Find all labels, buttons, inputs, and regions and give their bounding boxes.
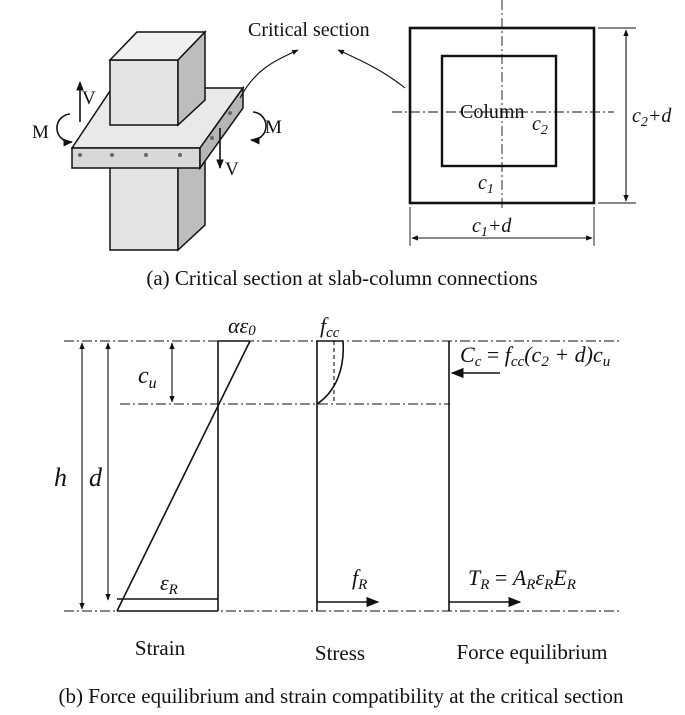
label-c1-plus-d: c1+d	[472, 215, 512, 240]
label-h: h	[54, 463, 67, 492]
label-strain: Strain	[135, 636, 186, 660]
force-diagram: Cc = fcc(c2 + d)cu TR = ARεRER	[448, 341, 610, 611]
label-eps-r: εR	[160, 570, 178, 598]
label-d: d	[89, 463, 103, 492]
critical-section-leaders	[239, 49, 406, 99]
cc-equation: Cc = fcc(c2 + d)cu	[460, 342, 610, 370]
strain-diagram: αε0 εR	[116, 313, 256, 612]
label-m-right: M	[265, 117, 282, 138]
label-c2-plus-d: c2+d	[632, 105, 672, 130]
label-fr: fR	[352, 565, 367, 593]
critical-section-outline	[408, 26, 596, 205]
shear-arrow-up: V	[76, 81, 96, 122]
dim-cu: cu	[138, 342, 175, 403]
dim-c2-inner: c2	[532, 113, 548, 138]
dim-h: h	[54, 342, 85, 610]
caption-b: (b) Force equilibrium and strain compati…	[58, 684, 624, 708]
column-outline	[440, 54, 558, 168]
tr-equation: TR = ARεRER	[468, 565, 576, 593]
shear-arrow-down: V	[216, 128, 239, 180]
plan-view: Column c2 c1	[392, 0, 614, 210]
dim-c1-plus-d: c1+d	[409, 207, 595, 246]
moment-left: M	[32, 113, 73, 147]
stress-diagram: fcc fR	[316, 313, 380, 611]
label-v-bottom: V	[225, 159, 239, 180]
parabolic-stress-block	[316, 340, 345, 405]
label-fcc: fcc	[320, 313, 340, 341]
moment-right: M	[250, 111, 282, 145]
dim-d: d	[89, 342, 111, 601]
label-m-left: M	[32, 122, 49, 143]
dim-c1-inner: c1	[478, 172, 494, 197]
critical-section-label: Critical section	[248, 19, 370, 41]
slab-column-3d-sketch	[70, 30, 245, 252]
caption-a: (a) Critical section at slab-column conn…	[146, 266, 537, 290]
dim-c2-plus-d: c2+d	[598, 27, 672, 204]
label-cu: cu	[138, 363, 157, 392]
label-v-top: V	[82, 88, 96, 109]
label-stress: Stress	[315, 641, 365, 665]
rebar-dots	[78, 111, 232, 157]
column-label: Column	[460, 101, 524, 123]
label-alpha-eps0: αε0	[228, 313, 256, 339]
label-force-equilibrium: Force equilibrium	[456, 640, 607, 664]
upper-column	[108, 30, 207, 127]
